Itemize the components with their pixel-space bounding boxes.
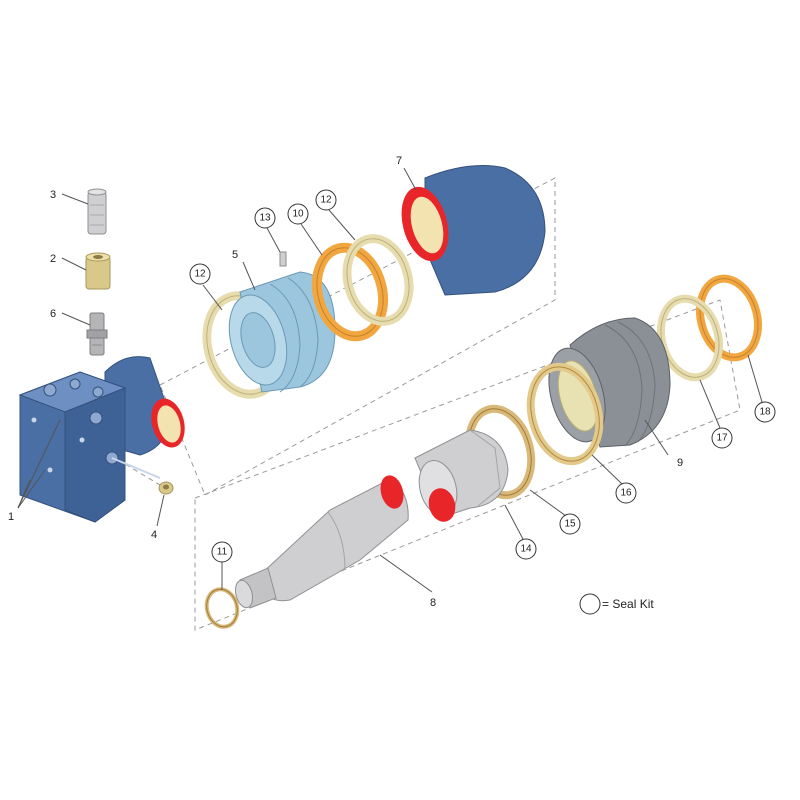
label-5: 5 [232, 249, 238, 261]
label-16: 16 [620, 488, 632, 499]
leader-17 [699, 379, 721, 429]
leader-5 [242, 261, 256, 291]
leader-15 [529, 489, 567, 517]
part-piston [228, 271, 336, 393]
callout-13: 13 [254, 207, 276, 229]
leader-3 [61, 193, 89, 205]
label-13: 13 [259, 213, 271, 224]
label-6: 6 [50, 308, 56, 320]
leader-7 [403, 167, 417, 191]
part-plug [158, 481, 174, 495]
label-18: 18 [759, 407, 771, 418]
callout-18: 18 [754, 401, 776, 423]
leader-1c [17, 469, 46, 509]
leader-12b [328, 209, 356, 241]
label-2: 2 [50, 253, 56, 265]
leader-4 [156, 494, 165, 527]
part-rod [234, 475, 409, 609]
part-ring-10 [311, 242, 389, 342]
part-ring-18 [696, 274, 762, 362]
leader-6 [61, 312, 91, 326]
part-end-cap [548, 317, 671, 448]
leader-1b [17, 419, 61, 509]
legend: = Seal Kit [579, 593, 654, 615]
part-pin [87, 188, 107, 235]
label-1: 1 [8, 511, 14, 523]
part-small-pin [279, 251, 287, 267]
part-body [18, 356, 185, 523]
part-ring-12-right [342, 234, 414, 326]
callout-16: 16 [615, 482, 637, 504]
legend-circle-icon [579, 593, 601, 615]
part-bushing [85, 252, 111, 290]
callout-17: 17 [711, 427, 733, 449]
part-barrel [401, 165, 546, 296]
callout-15: 15 [559, 513, 581, 535]
label-14: 14 [520, 544, 532, 555]
label-12b: 12 [320, 195, 332, 206]
label-12a: 12 [194, 269, 206, 280]
leader-8 [379, 554, 433, 593]
leader-16 [591, 454, 623, 485]
part-ring-11 [204, 587, 240, 629]
leader-18 [747, 354, 763, 403]
leader-12a [202, 284, 223, 311]
label-9: 9 [677, 457, 683, 469]
callout-11: 11 [211, 541, 233, 563]
leader-2 [61, 257, 87, 271]
leader-10 [300, 223, 323, 256]
callout-12b: 12 [315, 189, 337, 211]
callout-14: 14 [515, 538, 537, 560]
label-11: 11 [217, 547, 228, 558]
label-7: 7 [396, 155, 402, 167]
leader-9 [644, 419, 669, 456]
legend-text: = Seal Kit [602, 597, 654, 611]
part-gland [414, 429, 509, 522]
label-4: 4 [151, 529, 157, 541]
label-8: 8 [430, 597, 436, 609]
part-ring-16 [526, 362, 604, 466]
callout-12a: 12 [189, 263, 211, 285]
leader-13 [266, 227, 281, 253]
part-fitting [86, 312, 108, 356]
label-10: 10 [292, 209, 304, 220]
leader-14 [504, 504, 525, 542]
label-17: 17 [716, 433, 728, 444]
callout-10: 10 [287, 203, 309, 225]
label-15: 15 [564, 519, 576, 530]
label-3: 3 [50, 189, 56, 201]
